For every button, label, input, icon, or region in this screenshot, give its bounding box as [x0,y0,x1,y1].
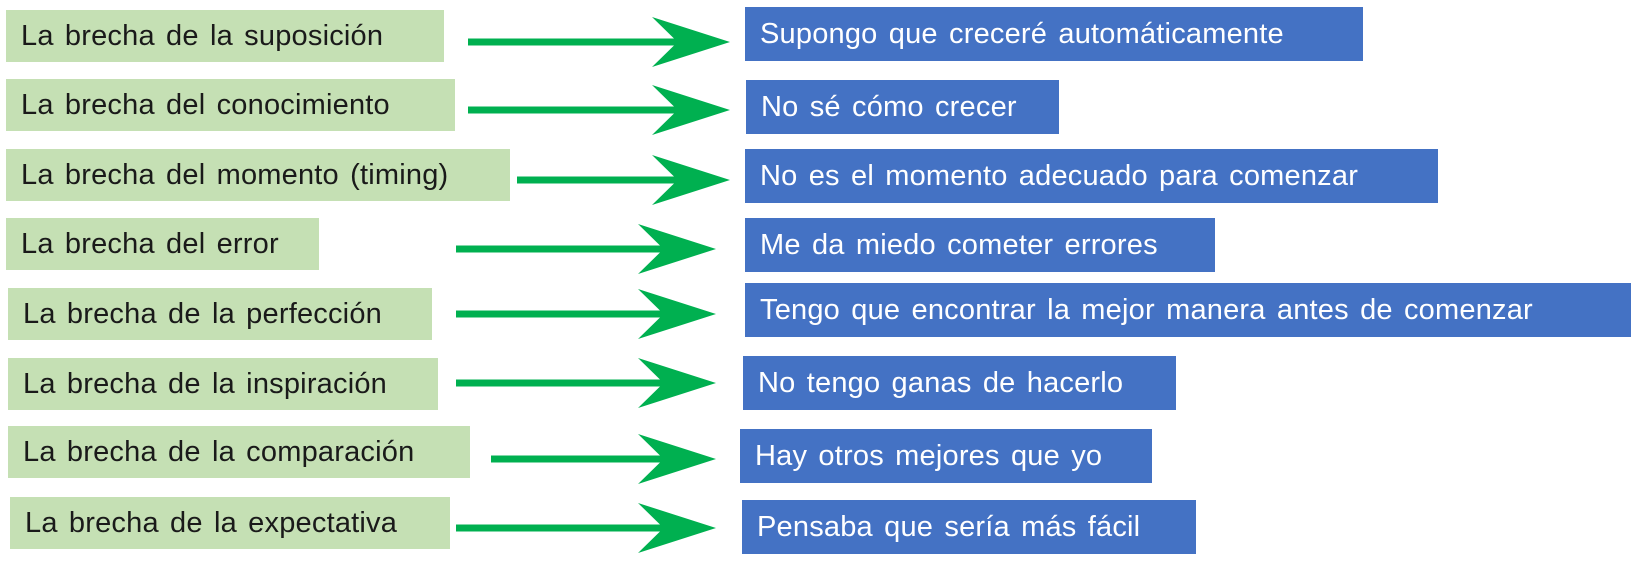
belief-box-suposicion: Supongo que creceré automáticamente [745,7,1363,61]
right-arrow-icon [491,434,716,484]
gap-box-error: La brecha del error [6,218,319,270]
belief-label: Supongo que creceré automáticamente [760,17,1284,50]
belief-label: No es el momento adecuado para comenzar [760,159,1359,192]
belief-label: Tengo que encontrar la mejor manera ante… [760,293,1533,326]
gap-label: La brecha de la inspiración [23,367,388,400]
belief-box-momento: No es el momento adecuado para comenzar [745,149,1438,203]
belief-box-inspiracion: No tengo ganas de hacerlo [743,356,1176,410]
gap-box-comparacion: La brecha de la comparación [8,426,470,478]
belief-label: Hay otros mejores que yo [755,439,1103,472]
right-arrow-icon [468,85,730,135]
gap-box-conocimiento: La brecha del conocimiento [6,79,455,131]
gap-box-inspiracion: La brecha de la inspiración [8,358,438,410]
gap-label: La brecha de la perfección [23,297,382,330]
gap-box-perfeccion: La brecha de la perfección [8,288,432,340]
belief-box-expectativa: Pensaba que sería más fácil [742,500,1196,554]
belief-label: No sé cómo crecer [761,90,1017,123]
belief-box-comparacion: Hay otros mejores que yo [740,429,1152,483]
gap-label: La brecha del error [21,227,279,260]
gap-label: La brecha del momento (timing) [21,158,449,191]
gap-label: La brecha de la expectativa [25,506,398,539]
right-arrow-icon [456,503,716,553]
belief-box-error: Me da miedo cometer errores [745,218,1215,272]
belief-label: Me da miedo cometer errores [760,228,1158,261]
gap-label: La brecha del conocimiento [21,88,390,121]
gap-box-expectativa: La brecha de la expectativa [10,497,450,549]
belief-label: Pensaba que sería más fácil [757,510,1141,543]
right-arrow-icon [456,224,716,274]
gap-box-suposicion: La brecha de la suposición [6,10,444,62]
belief-label: No tengo ganas de hacerlo [758,366,1124,399]
right-arrow-icon [517,155,730,205]
gap-label: La brecha de la comparación [23,435,415,468]
gap-box-momento: La brecha del momento (timing) [6,149,510,201]
right-arrow-icon [468,17,730,67]
belief-box-conocimiento: No sé cómo crecer [746,80,1059,134]
right-arrow-icon [456,289,716,339]
gap-label: La brecha de la suposición [21,19,384,52]
belief-box-perfeccion: Tengo que encontrar la mejor manera ante… [745,283,1631,337]
right-arrow-icon [456,358,716,408]
